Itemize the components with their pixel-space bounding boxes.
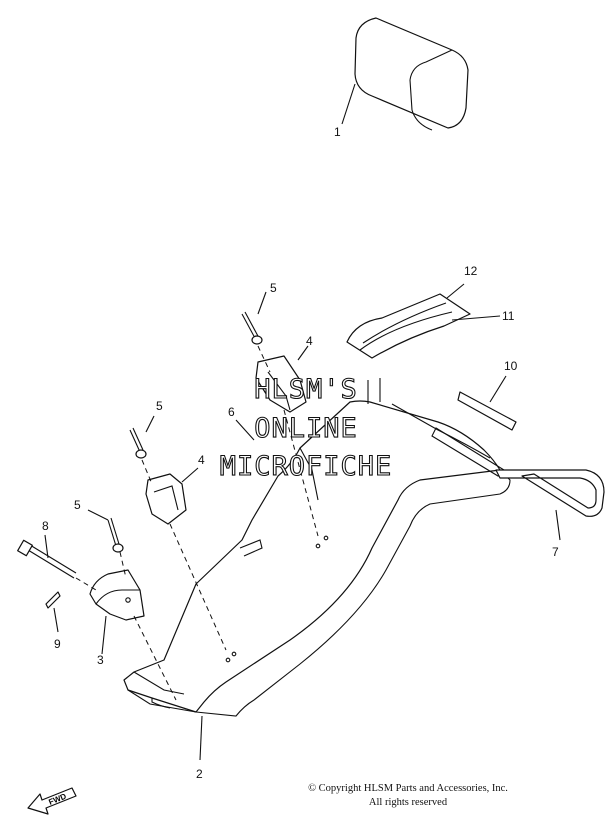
part-7-rod: [495, 469, 605, 541]
callout-2: 2: [196, 767, 203, 781]
fwd-label: FWD: [47, 792, 67, 807]
part-6-leader: [235, 419, 255, 441]
watermark-line-2: ONLINE: [254, 413, 358, 444]
part-4-clip-lower: [145, 467, 199, 525]
callout-11: 11: [502, 309, 515, 323]
part-4-clip-upper: [255, 345, 309, 413]
part-11-12-pad: [346, 283, 501, 359]
part-1-box: [341, 17, 469, 131]
callout-4-upper: 4: [306, 334, 313, 348]
callout-6: 6: [228, 405, 235, 419]
assembly-lines: [75, 345, 319, 701]
callout-5-mid: 5: [156, 399, 163, 413]
callout-5-left: 5: [74, 498, 81, 512]
callout-3: 3: [97, 653, 104, 667]
copyright-notice: © Copyright HLSM Parts and Accessories, …: [308, 783, 508, 808]
part-5-screw-b: [129, 415, 155, 459]
part-8-bolt: [17, 534, 77, 579]
part-9-pin: [45, 591, 61, 633]
part-5-screw-c: [87, 509, 124, 553]
callout-4-lower: 4: [198, 453, 205, 467]
watermark-line-1: HLSM'S: [254, 374, 358, 405]
copyright-line-2: All rights reserved: [369, 797, 448, 808]
part-3-clamp: [89, 569, 145, 655]
part-2-bracket: [123, 378, 511, 761]
callout-1: 1: [334, 125, 341, 139]
callout-10: 10: [504, 359, 518, 373]
callout-5-top: 5: [270, 281, 277, 295]
fwd-arrow-icon: FWD: [27, 787, 77, 815]
callout-9: 9: [54, 637, 61, 651]
watermark-line-3: MICROFICHE: [220, 451, 393, 482]
watermark: HLSM'S ONLINE MICROFICHE: [219, 373, 393, 482]
callout-7: 7: [552, 545, 559, 559]
part-5-screw-a: [241, 291, 267, 345]
part-10-bar: [457, 375, 517, 431]
callout-12: 12: [464, 264, 478, 278]
callout-8: 8: [42, 519, 49, 533]
copyright-line-1: © Copyright HLSM Parts and Accessories, …: [308, 783, 508, 794]
callout-labels: 1 2 3 4 4 5 5 5 6 7 8 9 10 11 12: [42, 125, 559, 781]
